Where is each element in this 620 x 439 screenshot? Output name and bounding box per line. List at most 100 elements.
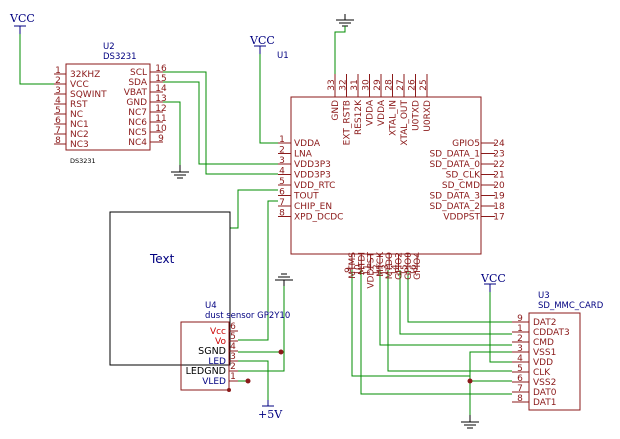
u2-pin-number: 1 (55, 66, 61, 76)
u2-pin-name: NC2 (70, 130, 89, 140)
u2-pin-number: 7 (55, 126, 61, 136)
u1-pin-name: VDDA (377, 99, 387, 126)
u1-pin-name: XTAL_IN (389, 100, 399, 136)
u3-value: SD_MMC_CARD (538, 301, 604, 311)
u4-pin-number: 4 (230, 342, 236, 352)
u1-pin-number: 23 (493, 150, 504, 160)
u1-pin-number: 19 (493, 192, 505, 202)
u2-pin-name: NC (70, 110, 83, 120)
u2-pin-name: NC5 (128, 128, 147, 138)
u1-pin-number: 33 (327, 79, 337, 90)
u2-value: DS3231 (103, 52, 137, 62)
u1-pin-number: 6 (279, 188, 285, 198)
u3-pin-name: CDDAT3 (533, 328, 570, 338)
svg-text:VCC: VCC (9, 12, 35, 25)
u1-pin-name: MTDI (357, 252, 367, 275)
u2-pin-name: NC7 (128, 108, 147, 118)
u1-pin-name: VDD_RTC (294, 181, 335, 191)
u1-pin-name: RES12K (354, 99, 364, 135)
u1-ref: U1 (277, 51, 289, 61)
ground-symbol-u2 (171, 165, 189, 179)
u1-pin-name: SD_DATA_0 (429, 160, 480, 170)
u1-pin-number: 31 (350, 79, 360, 90)
u1-pin-name: SD_DATA_3 (429, 192, 480, 202)
u2-pin-name: VCC (70, 80, 89, 90)
u4-pin-name: VLED (202, 377, 226, 387)
u1-pin-number: 1 (279, 135, 285, 145)
u1-pin-number: 8 (279, 209, 285, 219)
u1-pin-name: GPIO5 (452, 139, 480, 149)
u1-pin-name: VDDPST (443, 213, 480, 223)
u1-pin-number: 29 (373, 79, 383, 91)
u3-pin-name: VDD (533, 358, 553, 368)
u1-pin-name: LNA (294, 150, 313, 160)
u2-pin-number: 3 (55, 86, 61, 96)
u1-pin-number: 32 (339, 79, 349, 90)
u1-pin-number: 10 (353, 264, 363, 276)
vcc-symbol-topleft: VCC (9, 12, 35, 34)
u1-pin-name: GPIO2 (395, 252, 405, 280)
u2-pin-number: 2 (55, 76, 61, 86)
u1-pin-number: 21 (493, 171, 504, 181)
u1-pin-number: 25 (419, 79, 429, 90)
u2-pin-number: 13 (155, 94, 166, 104)
u4-pin-number: 1 (230, 372, 236, 382)
u1-pin-name: MTCK (376, 251, 386, 277)
ground-symbol-sd (461, 415, 479, 429)
u3-pin-number: 1 (517, 324, 523, 334)
u1-pin-number: 12 (372, 264, 382, 275)
u2-pin-number: 5 (55, 106, 61, 116)
wires (19, 26, 512, 415)
u2-pin-name: NC6 (128, 118, 147, 128)
u4-pin-name: Vo (215, 337, 226, 347)
u4-value: dust sensor GP2Y10 (205, 311, 290, 321)
u1-pin-name: SD_CLK (446, 171, 481, 181)
u2-pin-name: NC4 (128, 138, 147, 148)
u4-pin-name: Vcc (210, 327, 226, 337)
u1-pin-name: SD_DATA_2 (429, 202, 480, 212)
u1-pin-number: 22 (493, 160, 504, 170)
u2-pin-name: GND (126, 98, 147, 108)
u3-pin-number: 8 (517, 394, 523, 404)
u1-pin-name: VDDA (294, 139, 321, 149)
u1-pin-name: XTAL_OUT (400, 100, 410, 146)
u2-pin-number: 15 (155, 74, 166, 84)
plus5v-symbol: +5V (258, 400, 283, 421)
u3-pin-name: CMD (533, 338, 554, 348)
u1-pin-number: 24 (493, 139, 505, 149)
u2-pin-number: 12 (155, 104, 166, 114)
u1-pin-number: 4 (279, 167, 285, 177)
u2-pin-name: NC1 (70, 120, 89, 130)
u1-pin-number: 3 (279, 156, 285, 166)
u3-pin-name: DAT0 (533, 388, 557, 398)
u1-pin-name: VDD3P3 (294, 171, 331, 181)
junctions (227, 349, 473, 392)
u2-footprint: DS3231 (70, 157, 96, 165)
u1-pin-name: GND (331, 100, 341, 121)
u2-pin-number: 8 (55, 136, 61, 146)
vcc-symbol-sd: VCC (480, 272, 506, 292)
u1-pin-name: GPIO4 (413, 252, 423, 280)
u2-pin-name: SCL (130, 68, 147, 78)
u2-ref: U2 (103, 42, 115, 52)
u3-pin-number: 6 (517, 374, 523, 384)
u4-pin-name: SGND (198, 346, 226, 357)
u2-pin-number: 9 (158, 134, 164, 144)
u3-pin-name: DAT1 (533, 398, 556, 408)
u1-pin-number: 13 (381, 264, 391, 275)
u2-pin-name: 32KHZ (70, 70, 100, 80)
u2-pin-name: NC3 (70, 140, 89, 150)
u1-pin-number: 9 (344, 267, 354, 273)
u4-pin-name: LEDGND (186, 366, 226, 377)
u4-pin-number: 5 (230, 332, 236, 342)
u1-pin-name: VDD3P3 (294, 160, 331, 170)
u1-pin-number: 27 (396, 79, 406, 90)
u1-pin-number: 15 (400, 264, 410, 275)
u3-ref: U3 (538, 291, 550, 301)
u1-pin-number: 18 (493, 202, 505, 212)
u1-pin-number: 16 (409, 264, 419, 276)
